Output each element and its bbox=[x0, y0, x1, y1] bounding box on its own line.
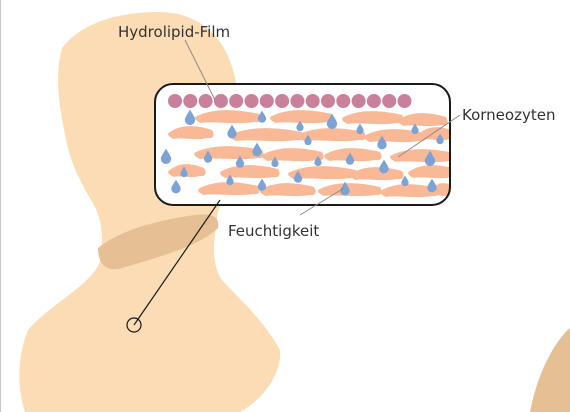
lipid-bead bbox=[183, 94, 197, 108]
lipid-bead bbox=[306, 94, 320, 108]
lipid-bead bbox=[352, 94, 366, 108]
lipid-bead bbox=[321, 94, 335, 108]
lipid-bead bbox=[290, 94, 304, 108]
skin-silhouette bbox=[19, 12, 570, 412]
lipid-bead bbox=[199, 94, 213, 108]
lipid-bead bbox=[398, 94, 412, 108]
zoom-inset bbox=[155, 84, 458, 205]
lipid-bead bbox=[275, 94, 289, 108]
right-shoulder-edge bbox=[530, 328, 570, 412]
lipid-bead bbox=[367, 94, 381, 108]
lipid-bead bbox=[245, 94, 259, 108]
lipid-bead bbox=[336, 94, 350, 108]
lipid-bead bbox=[229, 94, 243, 108]
label-corneocytes: Korneozyten bbox=[462, 106, 555, 124]
lipid-bead bbox=[168, 94, 182, 108]
lipid-bead bbox=[382, 94, 396, 108]
lipid-bead bbox=[214, 94, 228, 108]
label-moisture: Feuchtigkeit bbox=[228, 222, 319, 240]
head-shape bbox=[19, 12, 280, 412]
label-hydrolipid-film: Hydrolipid-Film bbox=[118, 23, 230, 41]
lipid-bead bbox=[260, 94, 274, 108]
